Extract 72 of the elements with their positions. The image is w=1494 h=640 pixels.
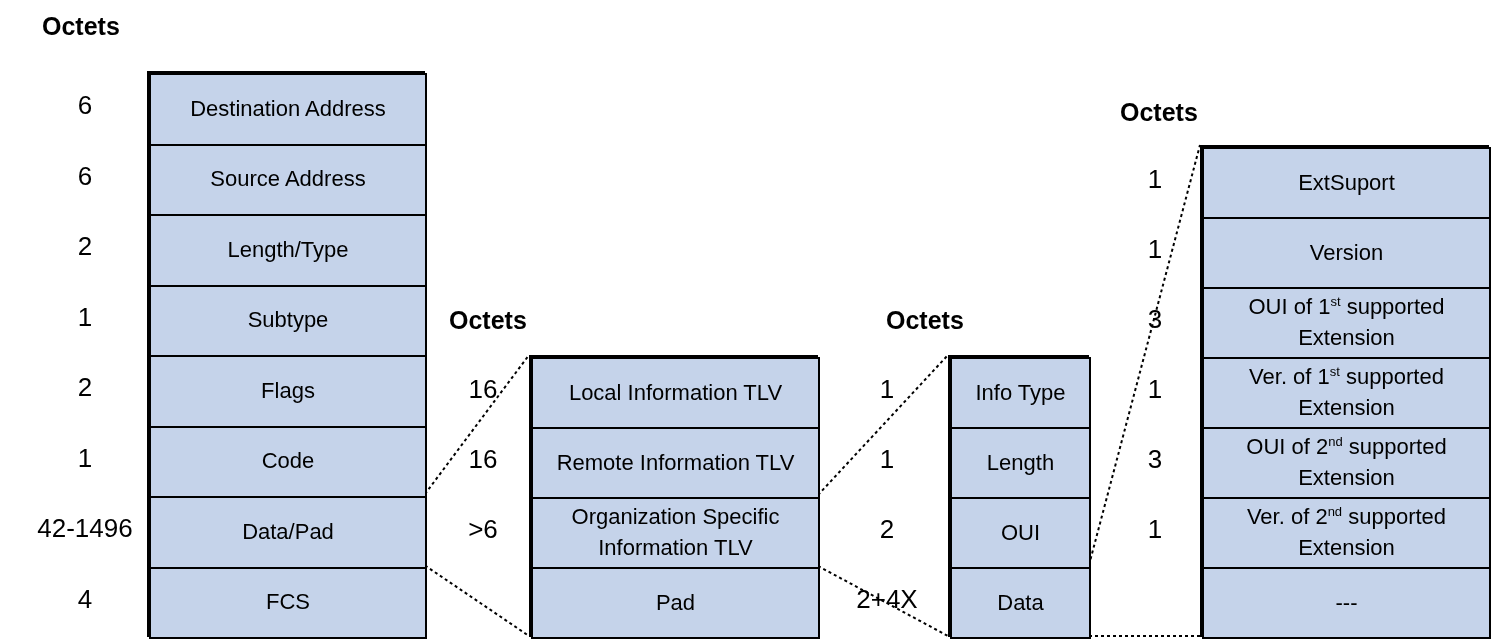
column-heading: Octets xyxy=(1120,98,1198,127)
field-name: Info Type xyxy=(975,378,1066,407)
field-stack xyxy=(948,355,1089,637)
field-cell xyxy=(950,567,1091,639)
field-cell xyxy=(1202,567,1491,639)
field-cell xyxy=(531,567,820,639)
field-cell xyxy=(1202,147,1491,219)
field-cell xyxy=(950,357,1091,429)
octet-count: 1 xyxy=(1146,234,1164,265)
field-name: Pad xyxy=(655,588,696,617)
field-name: Data xyxy=(997,588,1044,617)
field-name: OUI xyxy=(1000,518,1041,547)
octet-count: 3 xyxy=(1146,304,1164,335)
field-cell xyxy=(1202,287,1491,359)
octet-count: 2 xyxy=(76,231,94,263)
field-name: --- xyxy=(1335,588,1358,617)
field-cell xyxy=(531,357,820,429)
column-heading: Octets xyxy=(42,12,120,41)
field-name: FCS xyxy=(266,588,310,617)
octet-count: 2 xyxy=(878,514,896,545)
octet-count: 4 xyxy=(76,583,94,615)
field-cell xyxy=(149,284,427,357)
field-name: Length/Type xyxy=(227,235,349,264)
octet-count: 1 xyxy=(76,442,94,474)
octet-count: 1 xyxy=(1146,374,1164,405)
octet-count: 2 xyxy=(76,372,94,404)
field-name: Length xyxy=(986,448,1055,477)
octet-count: 1 xyxy=(878,374,896,405)
field-name: Flags xyxy=(261,376,315,405)
field-name: Subtype xyxy=(247,306,329,335)
field-cell xyxy=(531,427,820,499)
field-cell xyxy=(1202,497,1491,569)
field-cell xyxy=(531,497,820,569)
octet-count: 42-1496 xyxy=(36,513,134,545)
field-cell xyxy=(149,73,427,146)
field-name: Source Address xyxy=(210,165,366,194)
field-stack xyxy=(529,355,818,637)
field-name: Data/Pad xyxy=(242,517,334,546)
octet-count: >6 xyxy=(467,514,499,545)
field-cell xyxy=(149,143,427,216)
field-cell xyxy=(1202,357,1491,429)
field-cell xyxy=(149,214,427,287)
octet-count: 1 xyxy=(1146,164,1164,195)
field-name: Local Information TLV xyxy=(568,378,783,407)
field-name: Ver. of 2$^{nd}$ supported Extension xyxy=(1245,502,1448,562)
octet-count: 3 xyxy=(1146,444,1164,475)
field-cell xyxy=(149,425,427,498)
field-stack xyxy=(147,71,425,637)
octet-count: 1 xyxy=(1146,514,1164,545)
field-name: Remote Information TLV xyxy=(556,448,795,477)
field-cell xyxy=(149,566,427,639)
field-name: Organization Specific Information TLV xyxy=(570,503,781,562)
field-name: Code xyxy=(261,447,315,476)
octet-count: 6 xyxy=(76,160,94,192)
field-cell xyxy=(1202,217,1491,289)
octet-count: 16 xyxy=(467,444,499,475)
field-name: Destination Address xyxy=(190,94,386,123)
octet-count: 1 xyxy=(76,301,94,333)
field-name: ExtSuport xyxy=(1298,168,1395,197)
octet-count: 16 xyxy=(467,374,499,405)
octet-count: 1 xyxy=(878,444,896,475)
field-name: Version xyxy=(1309,238,1384,267)
field-cell xyxy=(950,427,1091,499)
column-heading: Octets xyxy=(886,306,964,335)
field-cell xyxy=(149,496,427,569)
field-cell xyxy=(149,355,427,428)
column-heading: Octets xyxy=(449,306,527,335)
octet-count: 6 xyxy=(76,90,94,122)
field-cell xyxy=(950,497,1091,569)
field-cell xyxy=(1202,427,1491,499)
field-stack xyxy=(1200,145,1489,637)
octet-count: 2+4X xyxy=(855,584,919,615)
